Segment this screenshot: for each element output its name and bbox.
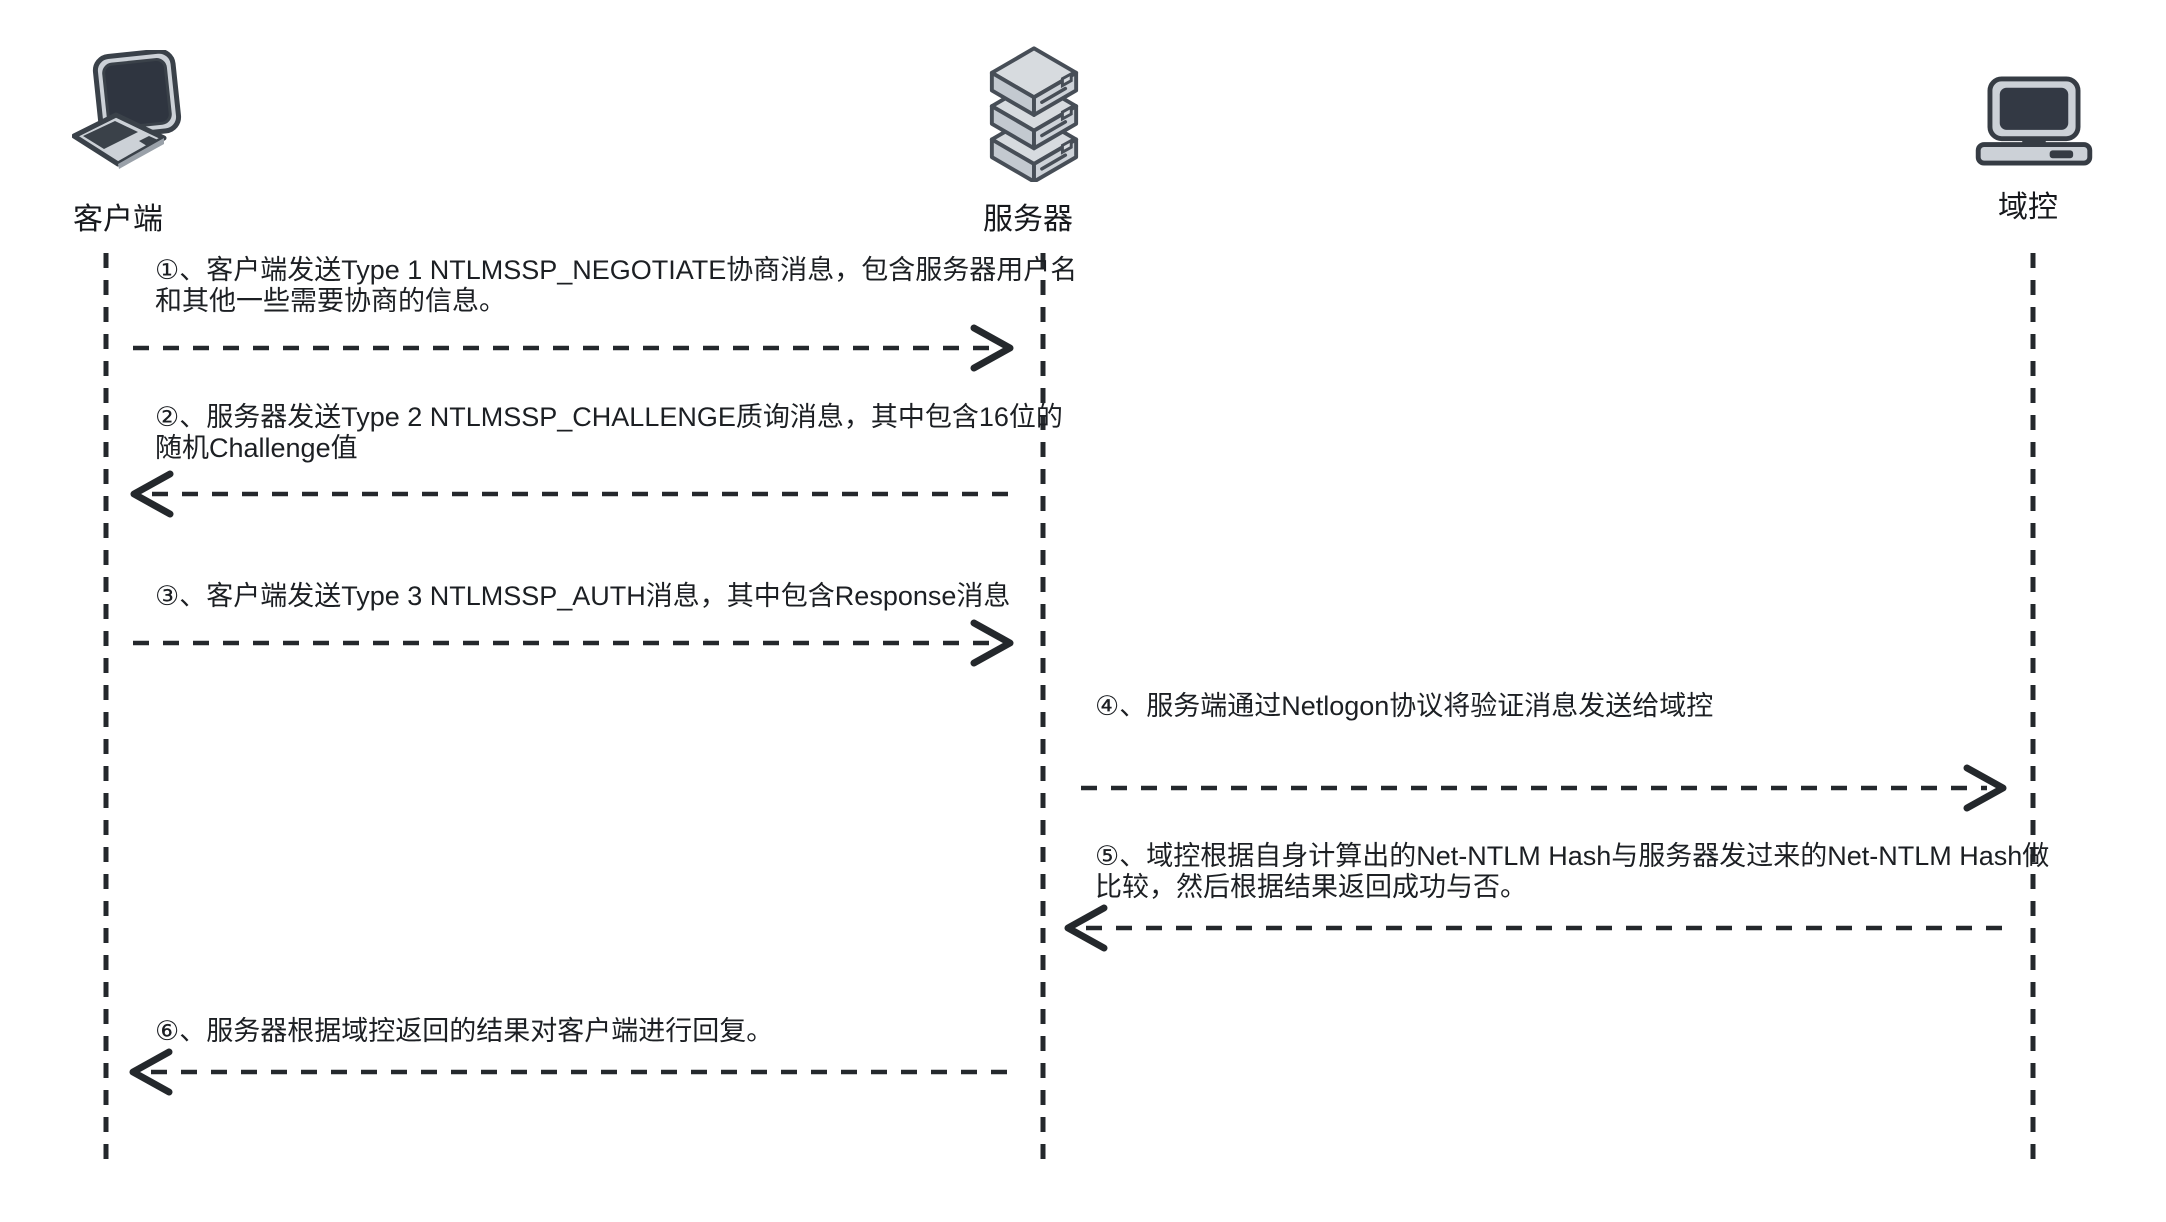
message-2-line-1: ②、服务器发送Type 2 NTLMSSP_CHALLENGE质询消息，其中包含… (155, 402, 1063, 432)
arrowhead-left-icon (130, 470, 174, 518)
message-2-text: ②、服务器发送Type 2 NTLMSSP_CHALLENGE质询消息，其中包含… (155, 402, 1063, 464)
message-1-line-1: ①、客户端发送Type 1 NTLMSSP_NEGOTIATE协商消息，包含服务… (155, 255, 1078, 285)
actor-label-domain-controller: 域控 (1998, 191, 2058, 224)
arrowhead-left-icon (1064, 904, 1108, 952)
message-1-line-2: 和其他一些需要协商的信息。 (155, 286, 506, 316)
message-2-line-2: 随机Challenge值 (155, 433, 358, 463)
message-4-text: ④、服务端通过Netlogon协议将验证消息发送给域控 (1095, 691, 1713, 722)
arrowhead-right-icon (970, 619, 1014, 667)
server-stack-icon (985, 46, 1083, 184)
message-6-text: ⑥、服务器根据域控返回的结果对客户端进行回复。 (155, 1016, 773, 1047)
message-6-line-1: ⑥、服务器根据域控返回的结果对客户端进行回复。 (155, 1016, 774, 1046)
arrowhead-right-icon (970, 324, 1014, 372)
actor-label-server: 服务器 (983, 203, 1073, 236)
desktop-computer-icon (1975, 76, 2093, 168)
actor-label-client: 客户端 (73, 203, 163, 236)
message-1-text: ①、客户端发送Type 1 NTLMSSP_NEGOTIATE协商消息，包含服务… (155, 255, 1077, 317)
arrowhead-right-icon (1963, 764, 2007, 812)
message-5-line-1: ⑤、域控根据自身计算出的Net-NTLM Hash与服务器发过来的Net-NTL… (1095, 841, 2050, 871)
message-3-line-1: ③、客户端发送Type 3 NTLMSSP_AUTH消息，其中包含Respons… (155, 581, 1011, 611)
laptop-computer-icon (71, 48, 182, 170)
message-3-text: ③、客户端发送Type 3 NTLMSSP_AUTH消息，其中包含Respons… (155, 581, 1010, 612)
message-5-line-2: 比较，然后根据结果返回成功与否。 (1095, 872, 1527, 902)
message-4-line-1: ④、服务端通过Netlogon协议将验证消息发送给域控 (1095, 691, 1714, 721)
message-5-text: ⑤、域控根据自身计算出的Net-NTLM Hash与服务器发过来的Net-NTL… (1095, 841, 2049, 903)
arrowhead-left-icon (129, 1048, 173, 1096)
